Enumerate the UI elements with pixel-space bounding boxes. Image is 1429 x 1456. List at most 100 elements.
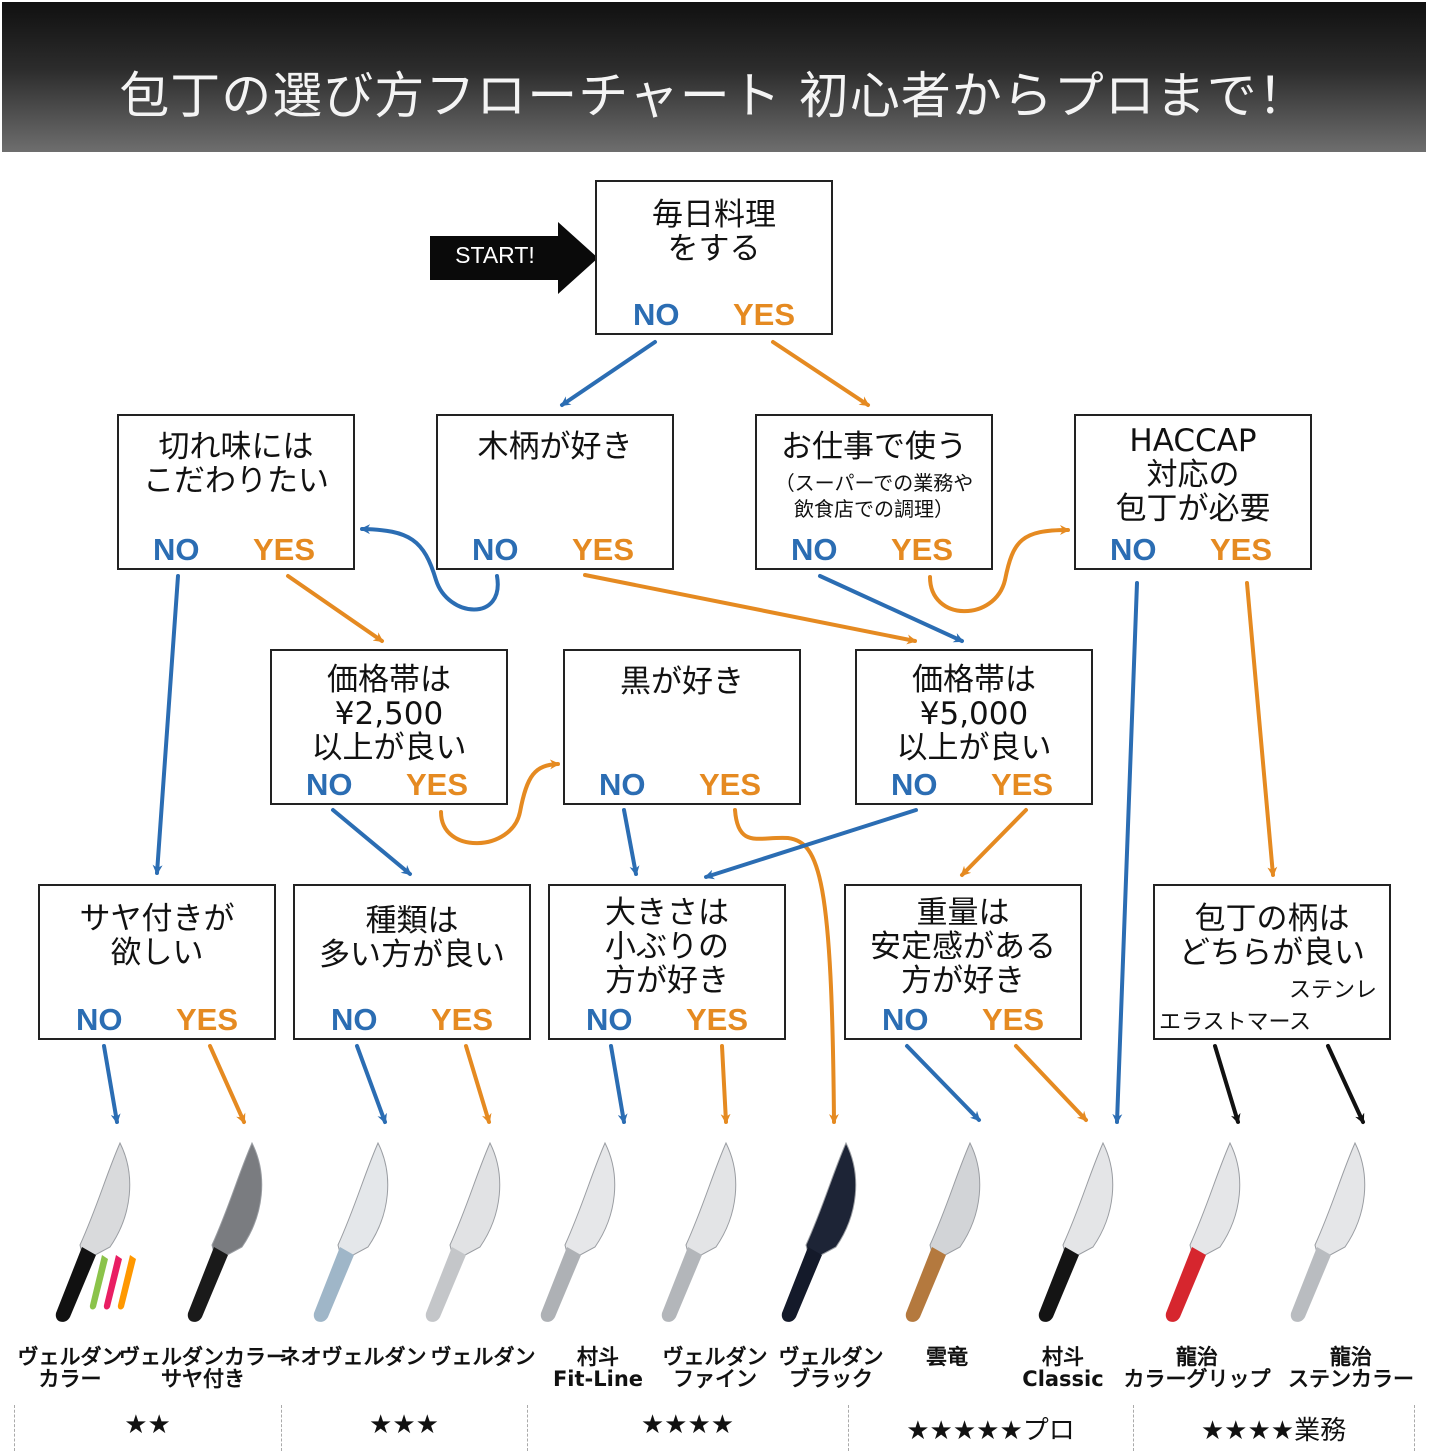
answer-no: NO	[153, 532, 200, 567]
question-text: 包丁の柄は どちらが良い	[1179, 901, 1365, 971]
question-text: お仕事で使う	[781, 429, 967, 465]
arrow-q9-no	[102, 1044, 121, 1124]
arrow-q1-no	[560, 340, 657, 407]
product-name: ヴェルダン ファイン	[662, 1345, 768, 1391]
answer-yes: YES	[431, 1002, 494, 1037]
product-name: ヴェルダン	[430, 1345, 536, 1369]
arrow-q13-stainless	[1326, 1044, 1365, 1124]
question-box-small-size: 大きさは 小ぶりの 方が好き NO YES	[548, 884, 786, 1040]
answer-no: NO	[472, 532, 519, 567]
question-text: 黒が好き	[620, 664, 744, 700]
answer-no: NO	[891, 767, 938, 802]
arrow-q11-no	[609, 1044, 628, 1124]
start-label: START!	[455, 242, 535, 268]
rating-divider	[281, 1405, 282, 1451]
arrow-q7-yes	[733, 808, 839, 1124]
option-stainless: ステンレス	[1289, 978, 1378, 1035]
question-subtext: （スーパーでの業務や 飲食店での調理）	[774, 471, 974, 521]
header-banner: 包丁の選び方フローチャート 初心者からプロまで！	[2, 2, 1426, 152]
question-text: 大きさは 小ぶりの 方が好き	[605, 895, 729, 999]
product-name: ヴェルダン カラー	[17, 1345, 123, 1391]
arrow-q6-no	[331, 808, 412, 876]
question-box-sheath: サヤ付きが 欲しい NO YES	[38, 884, 276, 1040]
option-elastomer: エラストマー	[1159, 1010, 1291, 1035]
arrow-q8-no	[704, 808, 918, 880]
question-text: 重量は 安定感がある 方が好き	[870, 895, 1056, 999]
question-box-price-5000: 価格帯は ¥5,000 以上が良い NO YES	[855, 649, 1093, 805]
answer-no: NO	[76, 1002, 123, 1037]
rating-divider	[1414, 1405, 1415, 1451]
answer-yes: YES	[406, 767, 469, 802]
answer-yes: YES	[699, 767, 762, 802]
knife-icon	[55, 1141, 136, 1322]
question-box-variety: 種類は 多い方が良い NO YES	[293, 884, 531, 1040]
product-name: 村斗 Fit-Line	[552, 1345, 644, 1391]
question-box-wood-handle: 木柄が好き NO YES	[436, 414, 674, 570]
product-name: ネオヴェルダン	[279, 1345, 427, 1369]
answer-yes: YES	[733, 297, 796, 332]
answer-yes: YES	[686, 1002, 749, 1037]
knife-icon	[1290, 1141, 1366, 1322]
answer-no: NO	[331, 1002, 378, 1037]
knife-icon	[187, 1141, 263, 1322]
arrow-q4-no	[818, 574, 964, 643]
knife-icon	[540, 1141, 616, 1322]
arrow-q12-no	[905, 1044, 981, 1122]
rating-divider	[848, 1405, 849, 1451]
rating-stars: ★★★	[369, 1410, 439, 1440]
rating-divider	[1133, 1405, 1134, 1451]
answer-no: NO	[633, 297, 680, 332]
knife-icon	[313, 1141, 389, 1322]
rating-stars: ★★★★★プロ	[906, 1416, 1075, 1446]
answer-yes: YES	[891, 532, 954, 567]
knife-icon	[905, 1141, 981, 1322]
question-text: サヤ付きが 欲しい	[79, 901, 235, 971]
arrow-q11-yes	[720, 1044, 731, 1124]
arrow-q4-yes	[928, 525, 1070, 614]
answer-yes: YES	[572, 532, 635, 567]
answer-no: NO	[306, 767, 353, 802]
answer-no: NO	[586, 1002, 633, 1037]
knife-icon	[781, 1141, 857, 1322]
product-name: 龍治 ステンカラー	[1288, 1345, 1414, 1391]
arrow-q10-yes	[464, 1044, 492, 1124]
arrow-q7-no	[622, 808, 640, 876]
question-box-black: 黒が好き NO YES	[563, 649, 801, 805]
arrow-q12-yes	[1014, 1044, 1088, 1122]
question-box-daily-cooking: 毎日料理 をする NO YES	[595, 180, 833, 335]
rating-stars: ★★★★業務	[1200, 1416, 1347, 1446]
arrow-q3-no	[360, 524, 500, 612]
answer-no: NO	[882, 1002, 929, 1037]
question-box-weight: 重量は 安定感がある 方が好き NO YES	[844, 884, 1082, 1040]
arrow-q8-yes	[960, 808, 1028, 877]
knife-icon	[425, 1141, 501, 1322]
rating-stars: ★★★★	[640, 1410, 735, 1440]
arrow-q2-yes	[286, 574, 384, 643]
question-text: HACCAP 対応の 包丁が必要	[1115, 423, 1271, 527]
answer-yes: YES	[991, 767, 1054, 802]
arrow-q5-no	[1112, 581, 1139, 1124]
answer-yes: YES	[176, 1002, 239, 1037]
product-name: 雲竜	[926, 1345, 968, 1369]
question-text: 木柄が好き	[477, 429, 633, 465]
question-text: 種類は 多い方が良い	[319, 903, 505, 973]
answer-no: NO	[1110, 532, 1157, 567]
product-name: ヴェルダン ブラック	[778, 1345, 884, 1391]
arrow-q10-no	[355, 1044, 387, 1124]
answer-no: NO	[599, 767, 646, 802]
product-name: 龍治 カラーグリップ	[1123, 1345, 1271, 1391]
knife-icon	[661, 1141, 737, 1322]
question-text: 価格帯は ¥5,000 以上が良い	[896, 662, 1052, 766]
arrow-q1-yes	[771, 340, 870, 407]
answer-no: NO	[791, 532, 838, 567]
answer-yes: YES	[253, 532, 316, 567]
arrow-q3-yes	[583, 573, 917, 645]
question-box-sharpness: 切れ味には こだわりたい NO YES	[117, 414, 355, 570]
question-box-haccap: HACCAP 対応の 包丁が必要 NO YES	[1074, 414, 1312, 570]
answer-yes: YES	[1210, 532, 1273, 567]
arrow-q6-yes	[439, 759, 560, 846]
question-box-professional-use: お仕事で使う （スーパーでの業務や 飲食店での調理） NO YES	[755, 414, 993, 570]
question-box-handle-type: 包丁の柄は どちらが良い エラストマー ステンレス	[1153, 884, 1391, 1040]
knife-icon	[1165, 1141, 1241, 1322]
product-name: ヴェルダンカラー サヤ付き	[119, 1345, 287, 1391]
